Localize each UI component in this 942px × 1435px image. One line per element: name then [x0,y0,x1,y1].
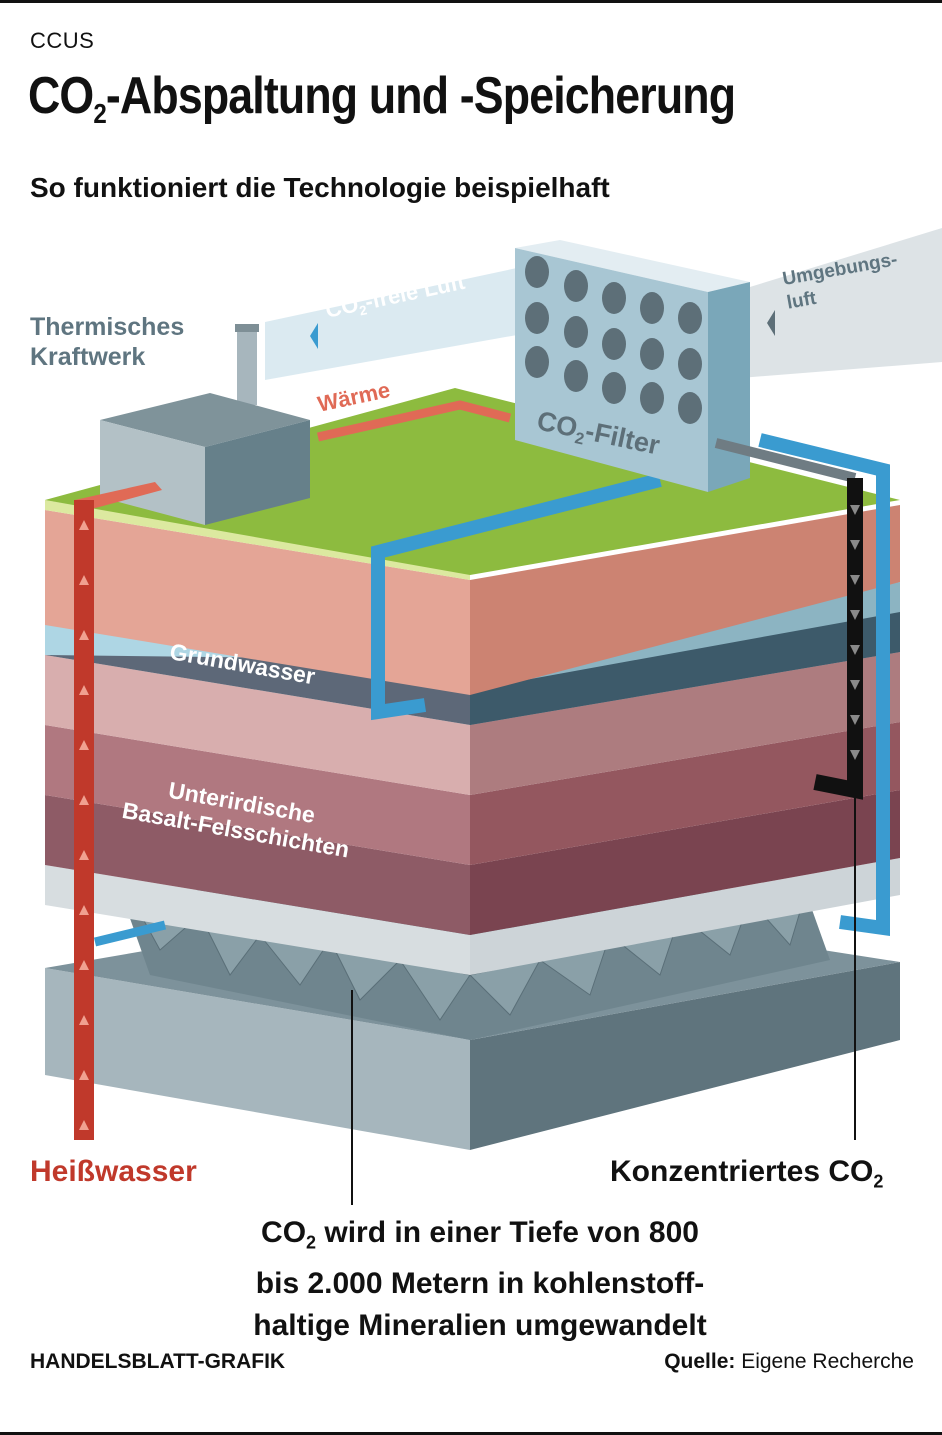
note-co: CO [261,1216,307,1249]
co2-pipe-arrows [850,505,860,760]
label-concentrated-co2-main: Konzentriertes CO [610,1155,874,1188]
gap-layer-left [45,865,470,975]
deep-basalt-right [470,790,900,935]
label-hot-water: Heißwasser [30,1155,197,1188]
footer-source-value: Eigene Recherche [735,1350,914,1373]
filter-side [708,282,750,492]
base-slab-left [45,968,470,1150]
grass-surface [45,388,900,575]
page-title: CO2-Abspaltung und -Speicherung [28,66,736,130]
deep-basalt-left [45,795,470,935]
cold-water-pipe-left [371,473,662,721]
label-mineral-note-line1: CO2 wird in einer Tiefe von 800 [140,1212,820,1263]
label-thermal-plant-line1: Thermisches [30,313,185,341]
label-thermal-plant: Thermisches Kraftwerk [30,312,184,372]
hot-water-pipe-top [75,482,162,510]
soil-left [45,510,470,695]
label-concentrated-co2: Konzentriertes CO2 [610,1155,883,1192]
label-thermal-plant-line2: Kraftwerk [30,343,146,371]
note-sub: 2 [306,1232,317,1253]
label-co2-free-air-co: CO [323,291,361,323]
label-concentrated-co2-sub: 2 [873,1171,884,1192]
upper-basalt-left [45,655,470,795]
title-co: CO [28,67,94,125]
upper-basalt-right [470,652,900,795]
plant-side [205,420,310,525]
note-line1-rest: wird in einer Tiefe von 800 [316,1216,699,1249]
title-rest: -Abspaltung und -Speicherung [105,67,736,125]
footer-source: Quelle: Eigene Recherche [664,1350,914,1374]
ambient-air-arrow [767,310,775,336]
chimney [237,330,257,405]
kicker: CCUS [30,28,95,53]
footer-source-label: Quelle: [664,1350,736,1373]
hot-water-pipe-vertical [74,500,94,1140]
cold-water-pipe-right [758,433,890,937]
gap-layer-right [470,858,900,975]
hot-water-arrows [79,520,89,1130]
label-mineral-note-line2: bis 2.000 Metern in kohlenstoff- [255,1267,705,1301]
chimney-cap [235,324,259,332]
label-mineral-note-line3: haltige Mineralien umgewandelt [253,1309,707,1343]
mid-basalt-left [45,725,470,865]
cold-water-pipe-bottom [93,920,167,947]
soil-strip [45,500,470,580]
heat-pipe [317,400,512,442]
co2-pipe-connector [714,438,857,483]
co2-free-air-arrow [310,323,318,349]
soil-right [470,505,900,695]
base-slab-right [470,962,900,1150]
page-subtitle: So funktioniert die Technologie beispiel… [30,172,610,203]
title-subscript: 2 [93,98,106,129]
filter-top [515,240,750,292]
filter-holes [525,256,702,424]
mid-basalt-right [470,722,900,865]
footer-brand: HANDELSBLATT-GRAFIK [30,1350,286,1373]
label-mineral-note: CO2 wird in einer Tiefe von 800 bis 2.00… [140,1212,820,1347]
ambient-air-beam [740,228,942,378]
co2-free-air-beam [265,262,545,380]
